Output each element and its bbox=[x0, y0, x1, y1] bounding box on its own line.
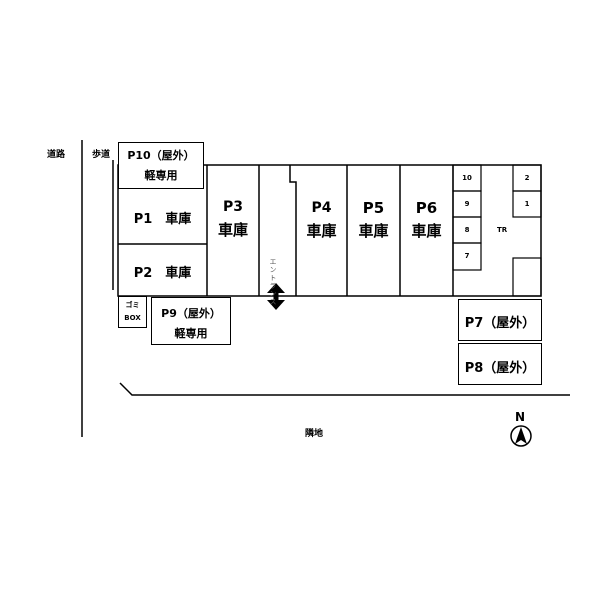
p9-sub: 軽専用 bbox=[174, 327, 208, 340]
road-label: 道路 bbox=[47, 150, 66, 160]
p3-sub: 車庫 bbox=[217, 221, 248, 239]
bike-stall-2: 2 bbox=[524, 174, 530, 182]
space-p8 bbox=[458, 343, 542, 385]
bike-stall-1: 1 bbox=[524, 200, 530, 208]
bike-stall-frame bbox=[512, 190, 542, 218]
p6-title: P6 bbox=[415, 199, 438, 217]
space-p10 bbox=[118, 142, 204, 189]
north-compass-icon bbox=[510, 425, 532, 447]
p4-sub: 車庫 bbox=[306, 222, 337, 240]
p6-sub: 車庫 bbox=[411, 222, 442, 240]
garbage-label-2: BOX bbox=[124, 314, 141, 322]
space-p9 bbox=[151, 297, 231, 345]
bike-stall-9: 9 bbox=[464, 200, 470, 208]
building-outline bbox=[117, 164, 542, 297]
tr-box bbox=[512, 257, 542, 297]
bike-stall-frame bbox=[452, 242, 482, 271]
space-p7 bbox=[458, 299, 542, 341]
garbage-label-1: ゴミ bbox=[125, 301, 140, 309]
p10-sub: 軽専用 bbox=[144, 169, 178, 182]
north-label: N bbox=[515, 410, 526, 424]
p5-title: P5 bbox=[362, 199, 385, 217]
bike-stall-8: 8 bbox=[464, 226, 470, 234]
p3-title: P3 bbox=[222, 199, 243, 215]
p8-title: P8（屋外） bbox=[464, 361, 536, 376]
sidewalk-label: 歩道 bbox=[92, 150, 111, 160]
divider-entrance-right bbox=[289, 165, 297, 296]
tr-label: TR bbox=[497, 226, 508, 234]
bike-stall-10: 10 bbox=[462, 174, 472, 182]
entrance-arrow-icon bbox=[267, 283, 285, 310]
p7-title: P7（屋外） bbox=[464, 316, 536, 331]
p4-title: P4 bbox=[311, 200, 332, 216]
neighbor-label: 隣地 bbox=[305, 429, 324, 439]
garbage-box bbox=[118, 296, 147, 328]
p10-title: P10（屋外） bbox=[127, 149, 195, 162]
p9-title: P9（屋外） bbox=[161, 307, 221, 320]
entrance-label: エントランス bbox=[269, 258, 277, 306]
neighbor-boundary bbox=[119, 382, 570, 396]
p1-title: P1 車庫 bbox=[133, 212, 192, 227]
p5-sub: 車庫 bbox=[358, 222, 389, 240]
bike-stall-7: 7 bbox=[464, 252, 470, 260]
p2-title: P2 車庫 bbox=[133, 266, 192, 281]
